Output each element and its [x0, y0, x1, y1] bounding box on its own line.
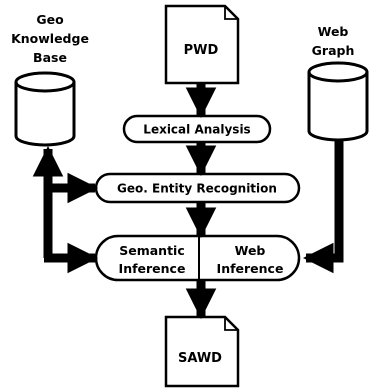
web-graph-cylinder: [307, 61, 369, 142]
web-inference-label-1: Web: [235, 243, 266, 258]
arrow-web-graph-to-inference: [302, 141, 344, 274]
semantic-inference-label-1: Semantic: [119, 243, 185, 258]
knowledge-base-label-2: Knowledge: [11, 31, 89, 46]
pwd-document-fold: [224, 6, 238, 20]
web-graph-label-2: Graph: [312, 43, 355, 58]
geo-entity-recognition-label: Geo. Entity Recognition: [117, 182, 277, 196]
sawd-document-fold: [224, 317, 238, 331]
web-inference-label-2: Inference: [217, 261, 284, 276]
sawd-label: SAWD: [178, 351, 222, 366]
geo-knowledge-base-cylinder: [14, 71, 76, 147]
knowledge-base-label-3: Base: [33, 50, 67, 65]
web-graph-label-1: Web: [318, 24, 349, 39]
pwd-document-shape: [164, 4, 240, 85]
knowledge-base-label-1: Geo: [36, 12, 64, 27]
pwd-label: PWD: [184, 43, 219, 58]
lexical-analysis-label: Lexical Analysis: [143, 123, 250, 137]
semantic-inference-label-2: Inference: [119, 261, 186, 276]
